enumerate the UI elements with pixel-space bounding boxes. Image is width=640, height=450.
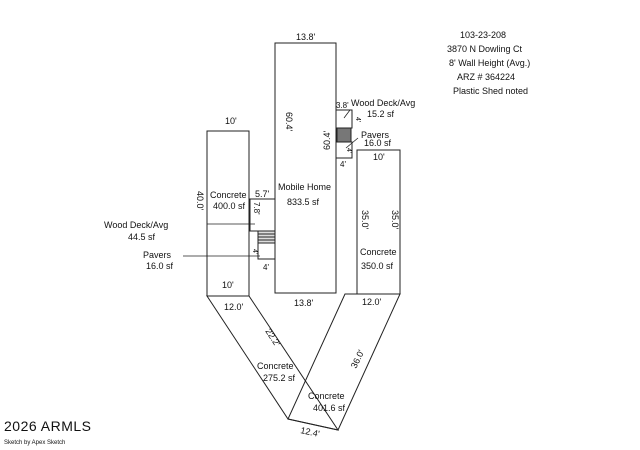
mobile-home-width-top: 13.8' [296, 32, 316, 42]
concrete-left-width-top: 10' [225, 116, 237, 126]
pavers-top-label: Pavers [361, 130, 390, 140]
concrete-right-width-top: 10' [373, 152, 385, 162]
wood-deck-top-label: Wood Deck/Avg [351, 98, 415, 108]
wood-deck-top-depth: 4' [354, 117, 361, 122]
concrete-left-area: 400.0 sf [213, 201, 246, 211]
concrete-diag-right-label: Concrete [308, 391, 345, 401]
info-address: 3870 N Dowling Ct [447, 44, 523, 54]
concrete-diag-right-outline [287, 293, 401, 431]
concrete-diag-left-width-top: 12.0' [224, 302, 244, 312]
leader-wood-deck-top [343, 109, 351, 119]
mobile-home-width-bottom: 13.8' [294, 298, 314, 308]
mobile-home-length-left: 60.4' [284, 112, 294, 132]
mobile-home-area: 833.5 sf [287, 197, 320, 207]
concrete-left-length: 40.0' [195, 191, 205, 211]
concrete-left-width-bottom: 10' [222, 280, 234, 290]
concrete-right-area: 350.0 sf [361, 261, 394, 271]
concrete-left-outline [206, 130, 250, 297]
concrete-right-label: Concrete [360, 247, 397, 257]
pavers-left-label: Pavers [143, 250, 172, 260]
wood-deck-left-area: 44.5 sf [128, 232, 156, 242]
concrete-diag-left-area: 275.2 sf [263, 373, 296, 383]
wood-deck-left-width: 5.7' [255, 189, 270, 199]
wood-deck-top-area: 15.2 sf [367, 109, 395, 119]
pavers-top-width: 4' [340, 160, 346, 169]
leader-pavers-top [345, 137, 359, 149]
mobile-home-outline [274, 42, 337, 294]
wood-deck-top-outline [335, 109, 353, 129]
pavers-top-area: 16.0 sf [364, 138, 392, 148]
pavers-left-width: 4' [263, 263, 269, 272]
wood-deck-top-width: 3.8' [336, 101, 349, 110]
concrete-diag-left-label: Concrete [257, 361, 294, 371]
mobile-home-name: Mobile Home [278, 182, 331, 192]
copyright-text: 2026 ARMLS [4, 418, 92, 434]
concrete-diag-left-length: 22.2' [263, 327, 282, 349]
concrete-right-length-left: 35.0' [360, 210, 370, 230]
info-arz: ARZ # 364224 [457, 72, 515, 82]
concrete-diag-right-length: 36.0' [349, 348, 367, 370]
wood-deck-left-label: Wood Deck/Avg [104, 220, 168, 230]
plastic-shed-block [336, 127, 352, 143]
wood-deck-left-depth: 7.8' [252, 202, 261, 215]
concrete-diag-right-width-bottom: 12.4' [300, 425, 321, 439]
concrete-left-label: Concrete [210, 190, 247, 200]
pavers-top-depth: 4' [345, 148, 352, 153]
info-shed-note: Plastic Shed noted [453, 86, 528, 96]
pavers-left-depth: 4' [251, 249, 258, 254]
concrete-diag-right-area: 401.6 sf [313, 403, 346, 413]
pavers-left-area: 16.0 sf [146, 261, 174, 271]
pavers-left-outline [257, 242, 276, 260]
sketch-credit: Sketch by Apex Sketch [4, 440, 66, 446]
info-parcel: 103-23-208 [460, 30, 506, 40]
mobile-home-length-right: 60.4' [322, 130, 332, 150]
stairs-hatch [257, 230, 276, 244]
concrete-right-width-bottom: 12.0' [362, 297, 382, 307]
info-wall-height: 8' Wall Height (Avg.) [449, 58, 530, 68]
concrete-right-length-right: 35.0' [390, 210, 400, 230]
